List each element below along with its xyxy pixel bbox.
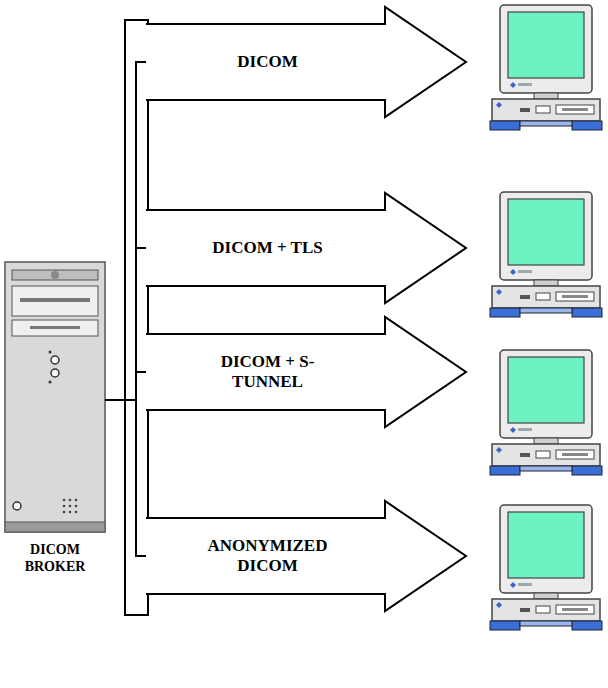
arrow-label: DICOM + S-TUNNEL (212, 352, 324, 391)
connector (105, 62, 146, 400)
connector (105, 248, 146, 400)
workstation (490, 5, 602, 130)
arrow-shape (146, 7, 466, 117)
arrow-text-area: DICOM + TLS (150, 192, 385, 304)
block-arrow: DICOM + TLS (146, 192, 468, 304)
broker-tower (5, 262, 105, 532)
server-node: DICOM BROKER (5, 262, 105, 580)
arrow-label: DICOM (168, 52, 368, 72)
arrow-shape (146, 317, 466, 427)
workstation (490, 192, 602, 317)
block-arrow: DICOM (146, 6, 468, 118)
arrow-label: DICOM + TLS (168, 238, 368, 258)
block-arrow: ANONYMIZED DICOM (146, 500, 468, 612)
connector (105, 400, 146, 556)
arrow-shape (146, 501, 466, 611)
connector (105, 372, 146, 400)
arrow-text-area: DICOM (150, 6, 385, 118)
arrow-outline (146, 316, 468, 428)
workstation (490, 350, 602, 475)
arrow-text-area: DICOM + S-TUNNEL (150, 316, 385, 428)
arrow-outline (146, 500, 468, 612)
block-arrow: DICOM + S-TUNNEL (146, 316, 468, 428)
node-label: DICOM BROKER (5, 542, 105, 576)
workstation (490, 505, 602, 630)
arrow-outline (146, 6, 468, 118)
arrow-label: ANONYMIZED DICOM (185, 536, 350, 575)
arrow-shape (146, 193, 466, 303)
arrow-text-area: ANONYMIZED DICOM (150, 500, 385, 612)
